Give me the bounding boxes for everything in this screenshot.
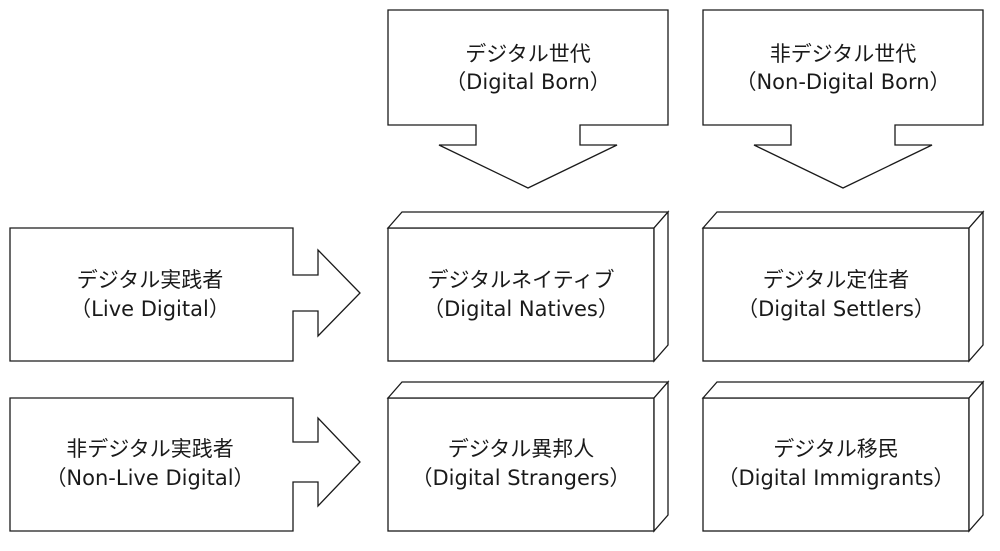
box-top-digital-natives <box>386 211 670 229</box>
digital-immigrants-en-label: （Digital Immigrants） <box>717 466 954 490</box>
right-arrow-shape-non-live-digital <box>9 397 361 532</box>
digital-immigrants-jp-label: デジタル移民 <box>773 437 899 461</box>
column-header-non-digital-born: 非デジタル世代 （Non-Digital Born） <box>702 9 984 189</box>
box-top-digital-settlers <box>701 211 985 229</box>
box-front-digital-strangers <box>387 397 655 532</box>
box-top-digital-strangers <box>386 381 670 399</box>
digital-strangers-jp-label: デジタル異邦人 <box>448 437 595 461</box>
box-top-digital-immigrants <box>701 381 985 399</box>
non-digital-born-en-label: （Non-Digital Born） <box>735 70 950 94</box>
row-header-non-live-digital: 非デジタル実践者 （Non-Live Digital） <box>9 397 361 532</box>
column-header-digital-born: デジタル世代 （Digital Born） <box>387 9 669 189</box>
digital-settlers-jp-label: デジタル定住者 <box>763 268 910 292</box>
cell-digital-natives: デジタルネイティブ （Digital Natives） <box>386 210 670 363</box>
non-digital-born-jp-label: 非デジタル世代 <box>770 42 917 66</box>
box-side-digital-immigrants <box>968 380 984 533</box>
cell-digital-strangers: デジタル異邦人 （Digital Strangers） <box>386 380 670 533</box>
box-front-digital-natives <box>387 227 655 362</box>
live-digital-en-label: （Live Digital） <box>70 297 230 321</box>
down-arrow-shape-digital-born <box>387 9 669 189</box>
box-side-digital-settlers <box>968 210 984 363</box>
digital-born-en-label: （Digital Born） <box>445 70 611 94</box>
row-header-live-digital: デジタル実践者 （Live Digital） <box>9 227 361 362</box>
live-digital-jp-label: デジタル実践者 <box>77 268 224 292</box>
box-side-digital-strangers <box>653 380 669 533</box>
box-side-digital-natives <box>653 210 669 363</box>
digital-natives-jp-label: デジタルネイティブ <box>428 268 615 292</box>
digital-natives-en-label: （Digital Natives） <box>423 297 619 321</box>
down-arrow-shape-non-digital-born <box>702 9 984 189</box>
box-front-digital-settlers <box>702 227 970 362</box>
right-arrow-shape-live-digital <box>9 227 361 362</box>
box-front-digital-immigrants <box>702 397 970 532</box>
cell-digital-immigrants: デジタル移民 （Digital Immigrants） <box>701 380 985 533</box>
non-live-digital-en-label: （Non-Live Digital） <box>45 466 254 490</box>
digital-settlers-en-label: （Digital Settlers） <box>737 297 935 321</box>
non-live-digital-jp-label: 非デジタル実践者 <box>66 437 234 461</box>
digital-strangers-en-label: （Digital Strangers） <box>412 466 631 490</box>
cell-digital-settlers: デジタル定住者 （Digital Settlers） <box>701 210 985 363</box>
digital-born-jp-label: デジタル世代 <box>465 42 591 66</box>
